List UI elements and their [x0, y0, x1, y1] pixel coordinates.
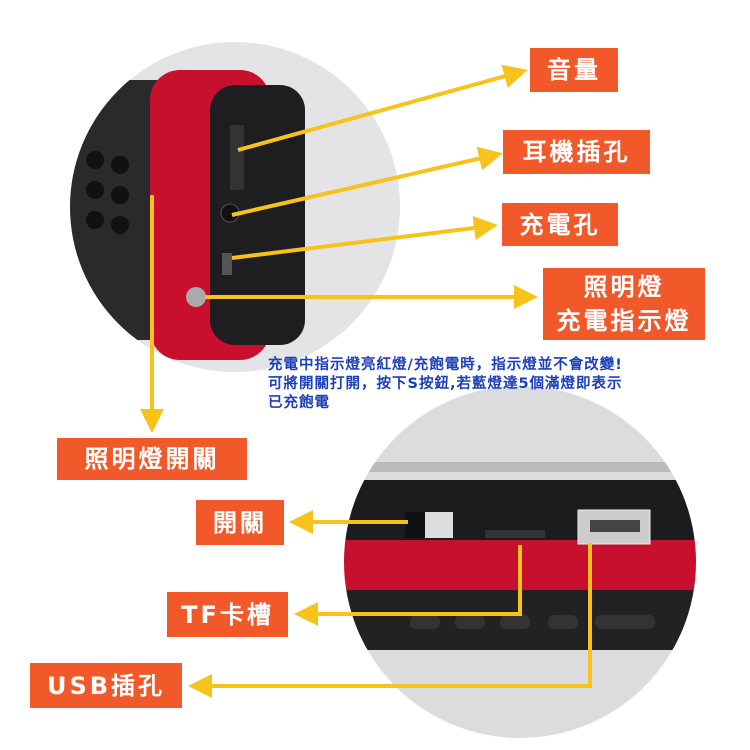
label-power-switch: 開關 [196, 500, 284, 545]
radio-top-photo [344, 386, 696, 738]
note-line2: 可將開關打開，按下S按鈕,若藍燈達5個滿燈即表示 [268, 376, 623, 392]
label-usb-port: USB插孔 [30, 663, 182, 708]
note-line1: 充電中指示燈亮紅燈/充飽電時，指示燈並不會改變! [268, 357, 623, 373]
label-light-line1: 照明燈 [583, 273, 665, 301]
label-tf-slot: TF卡槽 [167, 592, 288, 637]
callout-arrows [140, 64, 592, 698]
charging-note: 充電中指示燈亮紅燈/充飽電時，指示燈並不會改變! 可將開關打開，按下S按鈕,若藍… [268, 356, 748, 413]
label-charging-port: 充電孔 [502, 203, 618, 246]
label-light-indicator: 照明燈 充電指示燈 [543, 268, 705, 340]
label-light-line2: 充電指示燈 [556, 307, 692, 335]
label-volume: 音量 [530, 48, 618, 92]
radio-side-photo [70, 42, 400, 372]
label-light-switch: 照明燈開關 [57, 438, 247, 480]
note-line3: 已充飽電 [268, 395, 330, 411]
label-headphone-jack: 耳機插孔 [503, 130, 650, 174]
